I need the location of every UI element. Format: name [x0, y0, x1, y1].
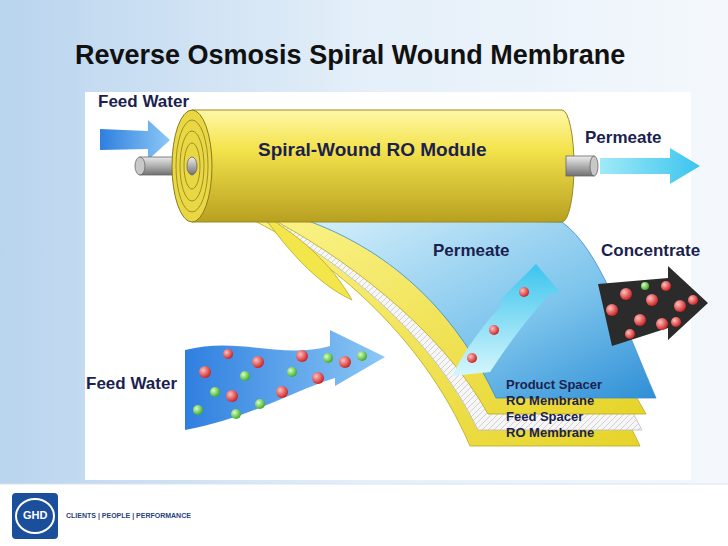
- logo-ring: [16, 499, 54, 533]
- feed-water-arrow: [185, 330, 385, 430]
- flow-label: Feed Water: [98, 92, 189, 112]
- logo-text: GHD: [23, 509, 47, 522]
- layer-label: Feed Spacer: [506, 410, 583, 425]
- cylinder-shape: [172, 110, 572, 222]
- module-cylinder: Spiral-Wound RO Module: [172, 110, 572, 222]
- permeate-arrow: [600, 148, 700, 184]
- footer-tagline: CLIENTS | PEOPLE | PERFORMANCE: [66, 512, 191, 520]
- flow-label: Concentrate: [601, 241, 700, 261]
- permeate-molecules: [467, 287, 529, 363]
- footer-rule: [0, 484, 728, 485]
- layer-label: Product Spacer: [506, 378, 602, 393]
- module-label: Spiral-Wound RO Module: [258, 139, 487, 161]
- flow-label: Feed Water: [86, 374, 177, 394]
- flow-label: Permeate: [433, 241, 510, 261]
- flow-label: Permeate: [585, 128, 662, 148]
- slide-title: Reverse Osmosis Spiral Wound Membrane: [75, 40, 625, 71]
- feed-arrow: [100, 120, 170, 160]
- concentrate-molecules: [606, 281, 698, 339]
- membrane-fold: [262, 214, 352, 300]
- footer-band: [0, 484, 728, 546]
- logo-square: [12, 493, 58, 539]
- concentrate-arrow: [598, 266, 708, 346]
- permeate-arrow: [452, 264, 560, 376]
- feed-molecules: [193, 349, 367, 419]
- layer-label: RO Membrane: [506, 394, 594, 409]
- inlet-pipe-end: [135, 157, 145, 175]
- layer-label: RO Membrane: [506, 426, 594, 441]
